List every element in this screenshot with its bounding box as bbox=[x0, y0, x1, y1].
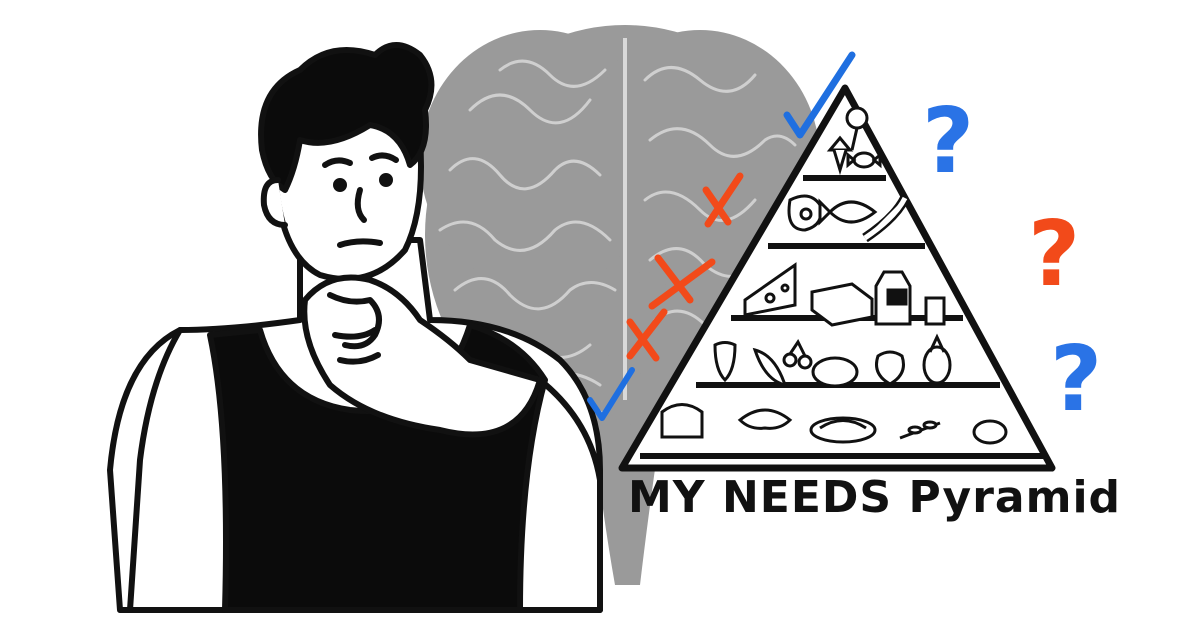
cross-mark-1 bbox=[702, 172, 744, 228]
steak-icon bbox=[787, 194, 823, 232]
potato-icon bbox=[972, 419, 1008, 445]
question-mark-blue-top: ? bbox=[922, 89, 974, 194]
caption-my-needs: MY NEEDS bbox=[628, 472, 893, 523]
milk-jug-icon bbox=[874, 270, 912, 326]
apple-icon bbox=[875, 350, 905, 386]
caption-pyramid: Pyramid bbox=[908, 472, 1122, 523]
sausage-icon bbox=[862, 195, 910, 243]
pyramid-tier-fourth bbox=[713, 333, 952, 388]
pasta-icon bbox=[809, 416, 877, 444]
eggplant-icon bbox=[811, 356, 859, 388]
question-mark-blue-bottom: ? bbox=[1050, 327, 1102, 432]
thinking-man bbox=[107, 42, 603, 613]
pyramid-tier-top bbox=[826, 106, 882, 176]
cross-mark-3 bbox=[626, 308, 668, 362]
cherries-icon bbox=[782, 339, 813, 370]
ice-cream-icon bbox=[826, 135, 854, 176]
bread-icon bbox=[660, 403, 704, 439]
check-mark-top bbox=[783, 51, 856, 139]
herb-icon bbox=[899, 420, 941, 440]
croissant-icon bbox=[737, 408, 793, 430]
pyramid-caption: MY NEEDS Pyramid bbox=[628, 472, 1120, 523]
pyramid-tier-second bbox=[787, 194, 910, 243]
svg-text:?: ? bbox=[1050, 327, 1102, 432]
fish-icon bbox=[818, 198, 878, 226]
pyramid-tier-base bbox=[660, 403, 1008, 445]
needs-pyramid bbox=[618, 84, 1056, 472]
question-mark-red: ? bbox=[1028, 202, 1080, 307]
cheese-icon bbox=[743, 262, 797, 317]
glass-icon bbox=[924, 296, 946, 326]
candy-icon bbox=[846, 151, 882, 169]
check-mark-bottom bbox=[587, 367, 635, 421]
banana-icon bbox=[752, 347, 788, 388]
pyramid-tier-third bbox=[743, 262, 946, 327]
strawberry-icon bbox=[713, 341, 737, 383]
svg-text:?: ? bbox=[1028, 202, 1080, 307]
pineapple-icon bbox=[922, 333, 952, 385]
cross-mark-2 bbox=[648, 254, 716, 310]
svg-text:?: ? bbox=[922, 89, 974, 194]
lollipop-icon bbox=[845, 106, 869, 151]
butter-icon bbox=[810, 282, 874, 327]
